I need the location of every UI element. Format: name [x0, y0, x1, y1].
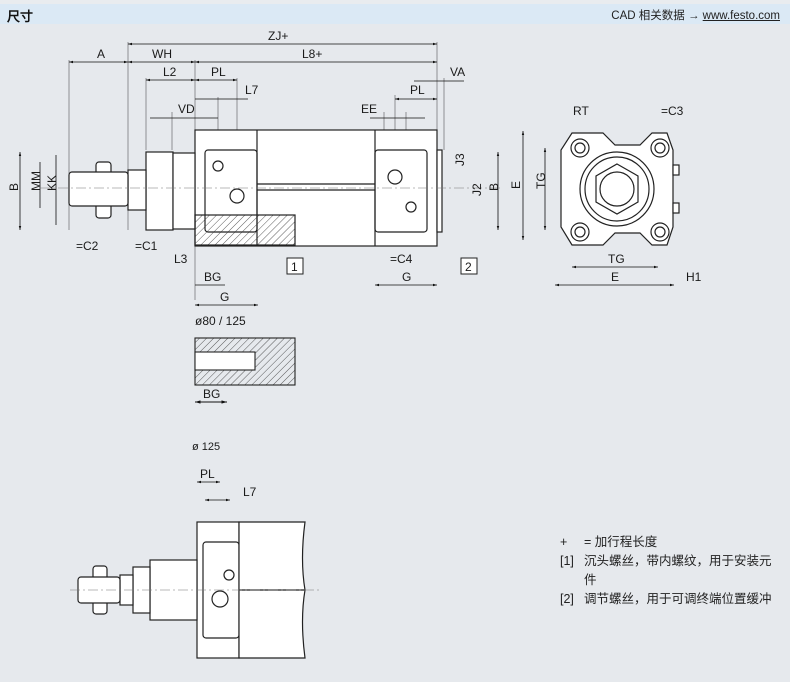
dim-tg: TG: [608, 252, 625, 266]
callout-1: 1: [291, 260, 298, 274]
detail-125-dimensions: [197, 480, 230, 502]
detail-125-title: ø 125: [192, 441, 220, 453]
dim-g-right: G: [402, 270, 411, 284]
dim-tg-vertical: TG: [534, 172, 548, 189]
dim-h1: H1: [686, 270, 702, 284]
dim-l3: L3: [174, 252, 188, 266]
dim-b: B: [7, 183, 21, 191]
callout-box-1: [286, 257, 304, 275]
detail-view-80-125: [194, 337, 296, 404]
dim-mm: MM: [29, 171, 43, 191]
dim-pl: PL: [211, 65, 226, 79]
callout-box-2: [460, 257, 478, 275]
wrench-size-1: =C1: [135, 239, 158, 253]
dim-kk: KK: [45, 175, 59, 191]
dimension-lines: [18, 42, 674, 307]
dim-j2: J2: [470, 183, 484, 196]
dim-j3: J3: [453, 153, 467, 166]
legend-item: [1] 沉头螺丝，带内螺纹，用于安装元件: [560, 552, 774, 590]
legend-key: [1]: [560, 554, 574, 568]
dim-b-right: B: [487, 183, 501, 191]
dim-pl-detail: PL: [200, 467, 215, 481]
cylinder-front-view: [560, 132, 680, 246]
dim-l7: L7: [245, 83, 259, 97]
legend-item: [2] 调节螺丝，用于可调终端位置缓冲: [560, 590, 774, 609]
legend-key: +: [560, 535, 568, 549]
dim-zj: ZJ+: [268, 29, 288, 43]
wrench-size-3: =C3: [661, 104, 684, 118]
dim-va: VA: [450, 65, 465, 79]
dim-e-vertical: E: [509, 181, 523, 189]
section-title: 尺寸: [7, 9, 34, 24]
dim-vd: VD: [178, 102, 195, 116]
legend-text: = 加行程长度: [584, 535, 658, 549]
arrow-right-icon: →: [687, 10, 700, 22]
wrench-size-4: =C4: [390, 252, 413, 266]
dim-bg-detail: BG: [203, 387, 220, 401]
extension-lines: [68, 42, 445, 300]
dim-l8: L8+: [302, 47, 322, 61]
legend: + = 加行程长度 [1] 沉头螺丝，带内螺纹，用于安装元件 [2] 调节螺丝，…: [560, 533, 774, 609]
festo-link[interactable]: www.festo.com: [702, 10, 780, 22]
dim-wh: WH: [152, 47, 172, 61]
dim-g: G: [220, 290, 229, 304]
dim-bg: BG: [204, 270, 221, 284]
legend-text: 沉头螺丝，带内螺纹，用于安装元件: [584, 554, 772, 587]
wrench-size-2: =C2: [76, 239, 99, 253]
cad-download-info: CAD 相关数据 → www.festo.com: [611, 7, 780, 23]
dim-l2: L2: [163, 65, 177, 79]
legend-item: + = 加行程长度: [560, 533, 774, 552]
dim-l7-detail: L7: [243, 485, 257, 499]
dim-ee: EE: [361, 102, 377, 116]
dim-a: A: [97, 47, 105, 61]
callout-2: 2: [465, 260, 472, 274]
dim-pl-right: PL: [410, 83, 425, 97]
cad-label: CAD 相关数据: [611, 10, 685, 22]
section-header: 尺寸 CAD 相关数据 → www.festo.com: [0, 4, 790, 24]
detail-80-125-title: ø80 / 125: [195, 314, 246, 328]
dim-rt: RT: [573, 104, 589, 118]
legend-text: 调节螺丝，用于可调终端位置缓冲: [584, 592, 772, 606]
dim-e: E: [611, 270, 619, 284]
legend-key: [2]: [560, 592, 574, 606]
